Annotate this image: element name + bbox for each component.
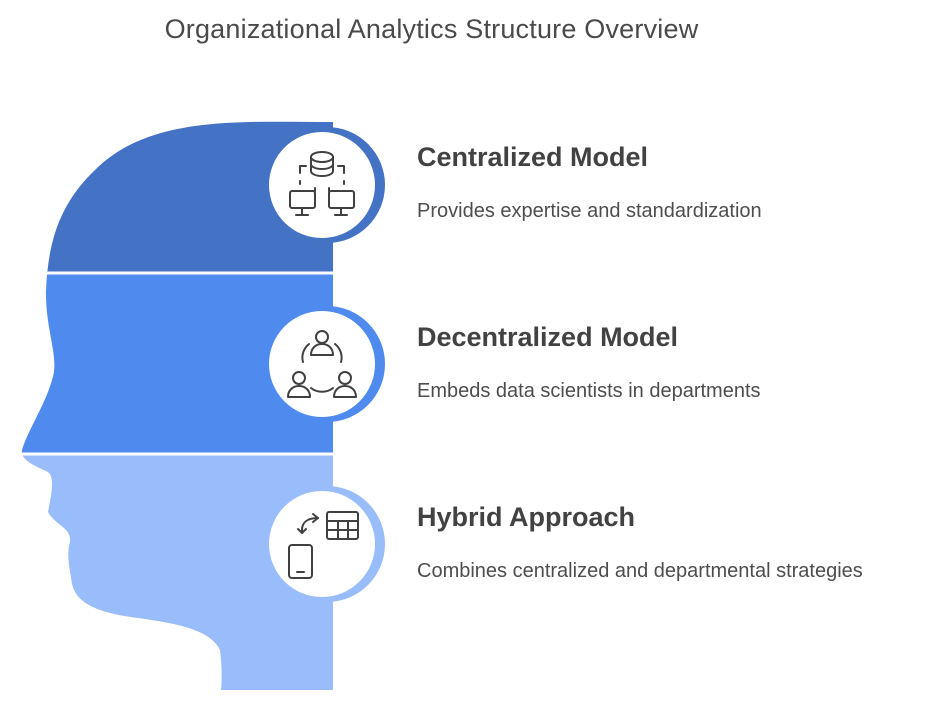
team-network-icon <box>287 330 357 398</box>
item-desc-decentralized: Embeds data scientists in departments <box>417 380 761 402</box>
database-network-icon <box>289 151 355 216</box>
item-title-centralized: Centralized Model <box>417 142 649 172</box>
item-desc-centralized: Provides expertise and standardization <box>417 200 762 222</box>
mobile-table-sync-icon <box>288 511 359 579</box>
item-desc-hybrid: Combines centralized and departmental st… <box>417 560 863 582</box>
page-title: Organizational Analytics Structure Overv… <box>164 14 699 44</box>
item-title-hybrid: Hybrid Approach <box>417 502 636 532</box>
item-title-decentralized: Decentralized Model <box>417 322 679 352</box>
